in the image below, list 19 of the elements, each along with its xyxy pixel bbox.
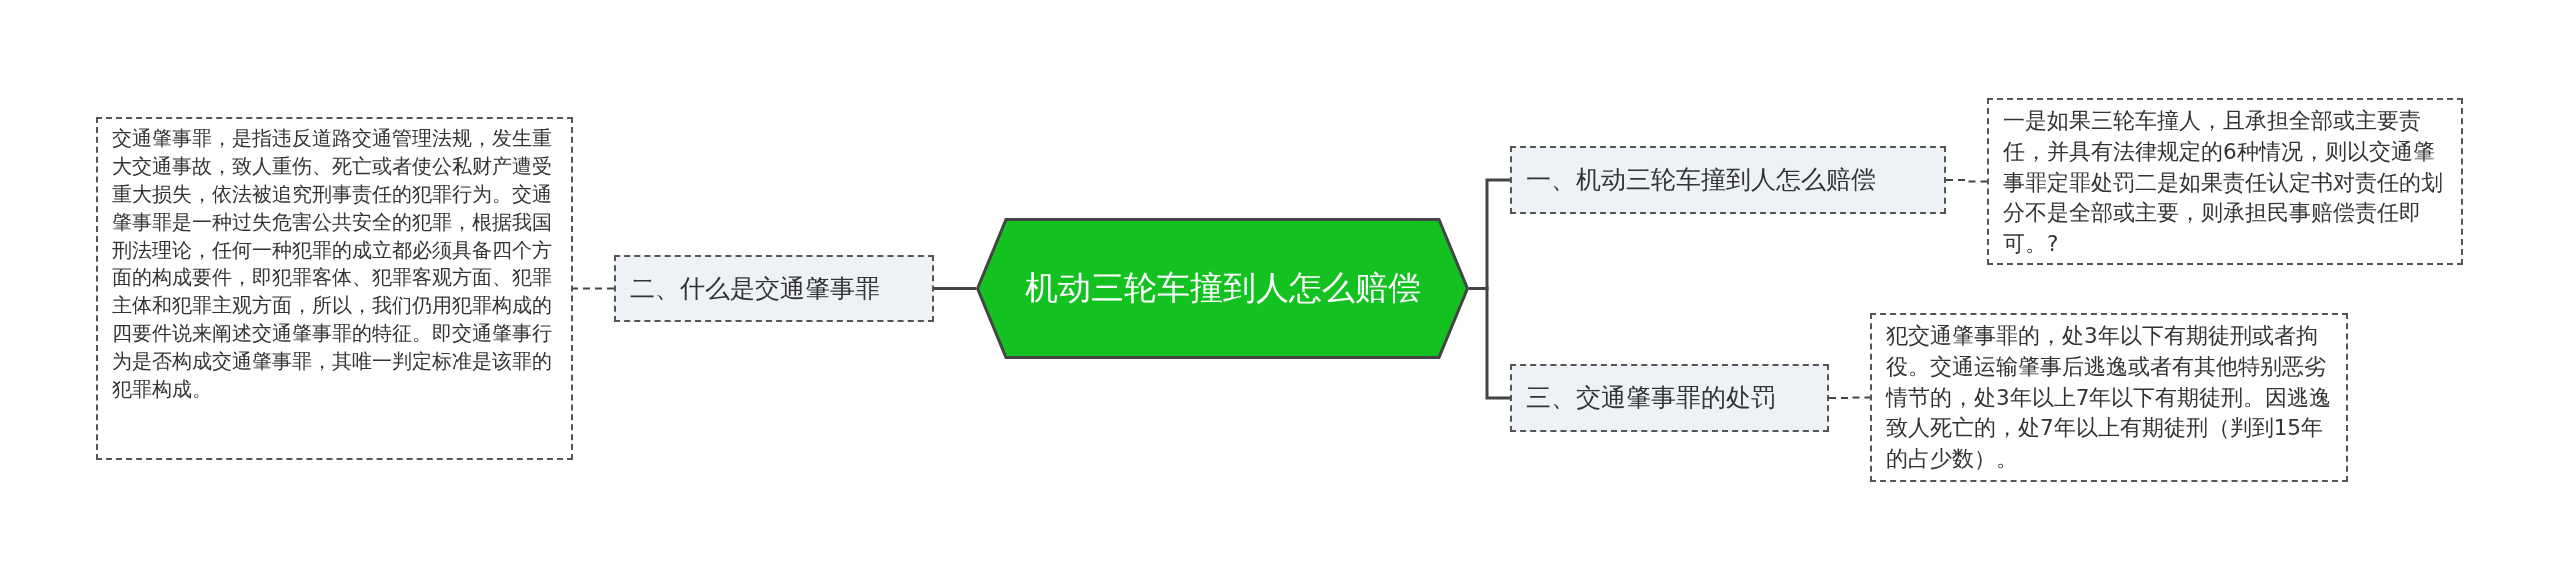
note-text: 犯交通肇事罪的，处3年以下有期徒刑或者拘役。交通运输肇事后逃逸或者有其他特别恶劣情节的，处3年以上7年以下有期徒刑。因逃逸致人死亡的，处7年以上有期徒刑（判到15年的占少数）。	[1886, 322, 2332, 473]
note-box	[1870, 313, 2348, 482]
topic-label: 二、什么是交通肇事罪	[630, 272, 881, 305]
connector	[1828, 396, 1871, 399]
connector	[1469, 287, 1510, 400]
topic-box	[614, 255, 934, 322]
note-box	[96, 117, 573, 460]
note-text: 交通肇事罪，是指违反道路交通管理法规，发生重大交通事故，致人重伤、死亡或者使公私财产遭受重大损失，依法被追究刑事责任的犯罪行为。交通肇事罪是一种过失危害公共安全的犯罪，根据我国刑法理论，任何一种犯罪的成立都必须具备四个方面的构成要件，即犯罪客体、犯罪客观方面、犯罪主体和犯罪主观方面，所以，我们仍用犯罪构成的四要件说来阐述交通肇事罪的特征。即交通肇事行为是否构成交通肇事罪，其唯一判定标准是该罪的犯罪构成。	[112, 126, 553, 403]
connector	[934, 287, 976, 290]
topic-box	[1510, 364, 1829, 432]
note-text: 一是如果三轮车撞人，且承担全部或主要责任，并具有法律规定的6种情况，则以交通肇事罪定罪处罚二是如果责任认定书对责任的划分不是全部或主要，则承担民事赔偿责任即可。?	[2003, 107, 2444, 258]
connector	[572, 287, 615, 290]
topic-label: 三、交通肇事罪的处罚	[1526, 382, 1777, 415]
topic-label: 一、机动三轮车撞到人怎么赔偿	[1526, 164, 1877, 197]
note-box	[1987, 98, 2463, 265]
topic-box	[1510, 146, 1946, 214]
connector	[1945, 179, 1988, 183]
central-topic	[976, 218, 1469, 359]
topic-label: 机动三轮车撞到人怎么赔偿	[1023, 267, 1422, 310]
